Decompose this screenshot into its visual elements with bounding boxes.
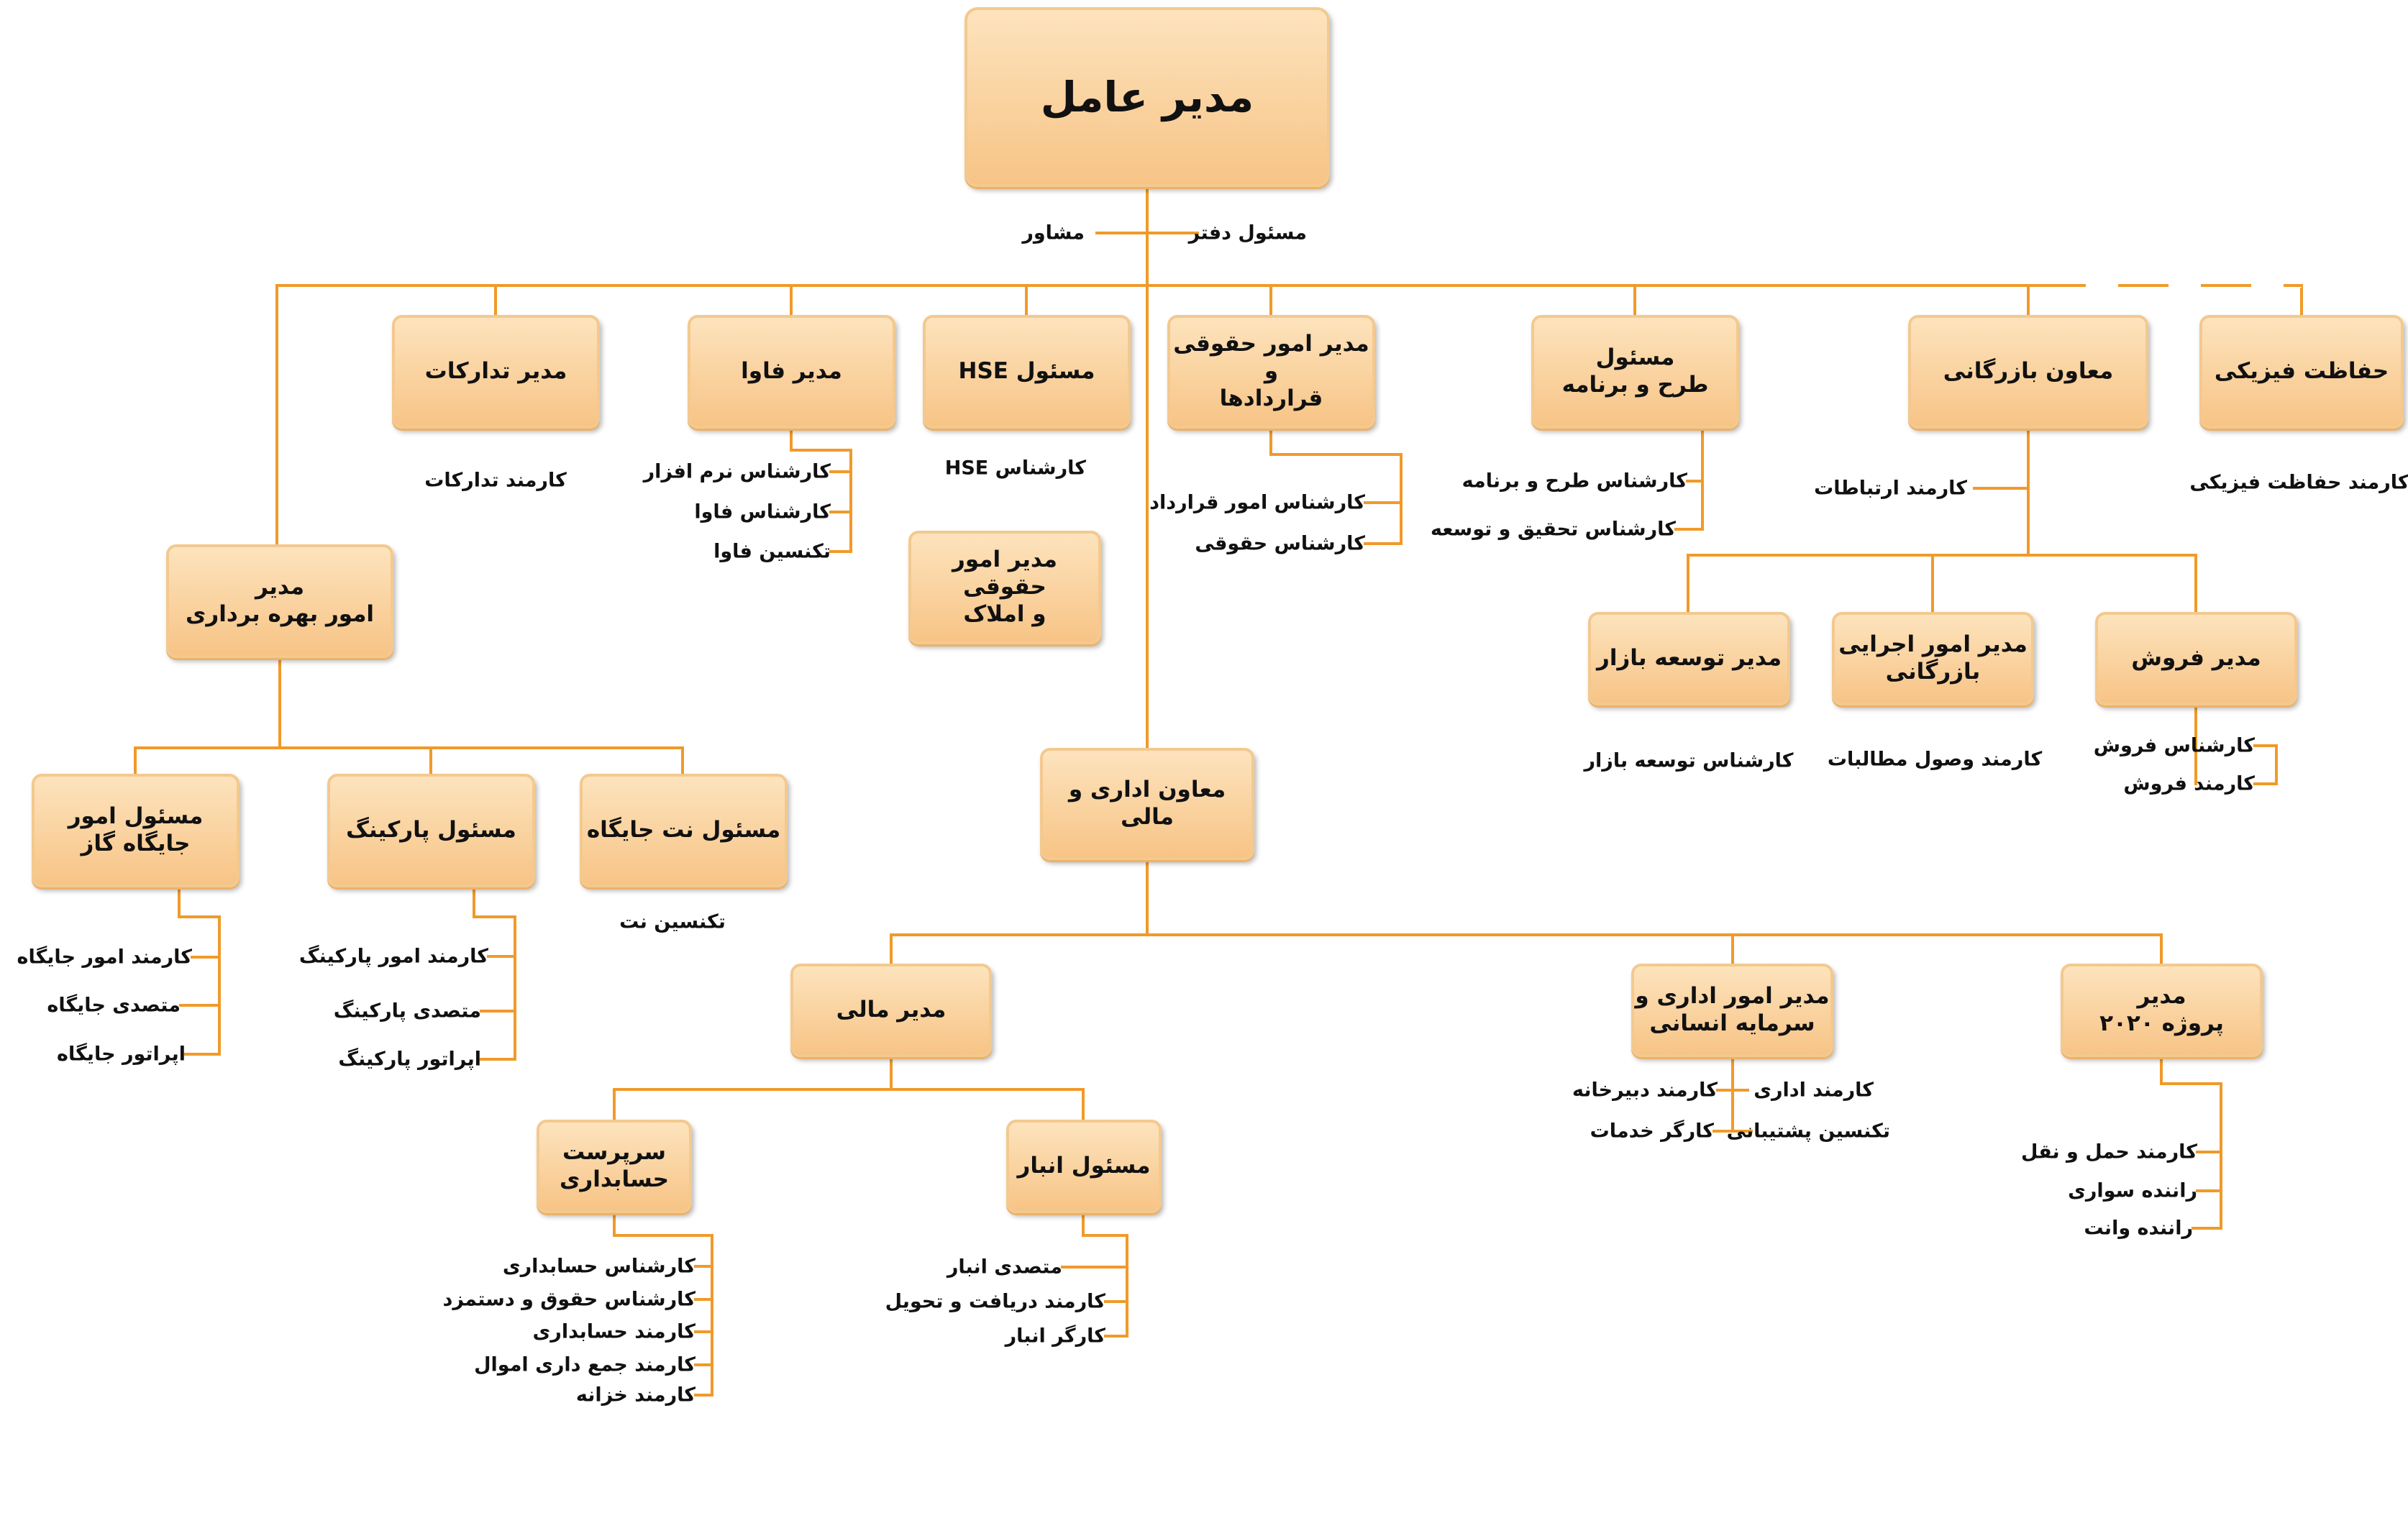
- warehouse-keeper-label: متصدی انبار: [947, 1256, 1062, 1279]
- planning-officer-box[interactable]: مسئول طرح و برنامه: [1531, 315, 1739, 429]
- driver-car-label: راننده سواری: [2068, 1179, 2197, 1202]
- operations-manager-box[interactable]: مدیر امور بهره برداری: [166, 544, 393, 658]
- gas-station-officer-box[interactable]: مسئول امور جایگاه گاز: [32, 774, 240, 887]
- parking-clerk-label: کارمند امور پارکینگ: [298, 945, 488, 968]
- warehouse-worker-label: کارگر انبار: [1005, 1325, 1105, 1348]
- accounting-expert-label: کارشناس حسابداری: [502, 1255, 696, 1278]
- physical-security-box[interactable]: حفاظت فیزیکی: [2199, 315, 2404, 429]
- commercial-exec-manager-box[interactable]: مدیر امور اجرایی بازرگانی: [1832, 612, 2034, 705]
- legal-property-manager-box[interactable]: مدیر امور حقوقی و املاک: [908, 531, 1101, 644]
- market-dev-manager-box[interactable]: مدیر توسعه بازار: [1588, 612, 1790, 705]
- admin-hr-manager-box[interactable]: مدیر امور اداری و سرمایه انسانی: [1631, 964, 1833, 1057]
- office-officer-label: مسئول دفتر: [1188, 221, 1307, 244]
- parking-officer-box[interactable]: مسئول پارکینگ: [327, 774, 535, 887]
- hse-officer-box[interactable]: مسئول HSE: [923, 315, 1131, 429]
- it-expert-label: کارشناس فاوا: [694, 500, 831, 524]
- net-technician-label: تکنسین نت: [619, 910, 726, 933]
- ceo-box[interactable]: مدیر عامل: [964, 7, 1330, 187]
- finance-manager-box[interactable]: مدیر مالی: [790, 964, 992, 1057]
- software-expert-label: کارشناس نرم افزار: [643, 460, 831, 483]
- commercial-deputy-box[interactable]: معاون بازرگانی: [1908, 315, 2148, 429]
- treasury-clerk-label: کارمند خزانه: [575, 1384, 696, 1407]
- project-2020-manager-box[interactable]: مدیر پروژه ۲۰۲۰: [2061, 964, 2263, 1057]
- procurement-manager-box[interactable]: مدیر تدارکات: [392, 315, 600, 429]
- parking-operator-label: متصدی پارکینگ: [333, 1000, 481, 1023]
- receivables-clerk-label: کارمند وصول مطالبات: [1827, 748, 2043, 771]
- procurement-clerk-label: کارمند تدارکات: [424, 469, 567, 492]
- it-manager-box[interactable]: مدیر فاوا: [688, 315, 895, 429]
- services-worker-label: کارگر خدمات: [1590, 1120, 1714, 1143]
- station-operator-label: متصدی جایگاه: [47, 994, 181, 1017]
- property-clerk-label: کارمند جمع داری اموال: [474, 1353, 696, 1376]
- station-net-officer-box[interactable]: مسئول نت جایگاه: [580, 774, 788, 887]
- parking-machine-operator-label: اپراتور پارکینگ: [338, 1048, 481, 1071]
- hse-expert-label: کارشناس HSE: [944, 457, 1086, 480]
- market-dev-expert-label: کارشناس توسعه بازار: [1584, 749, 1794, 772]
- physical-security-clerk-label: کارمند حفاظت فیزیکی: [2189, 471, 2408, 494]
- it-technician-label: تکنسین فاوا: [713, 540, 831, 563]
- payroll-expert-label: کارشناس حقوق و دستمزد: [442, 1288, 696, 1311]
- contracts-expert-label: کارشناس امور قرارداد: [1149, 491, 1365, 514]
- rnd-expert-label: کارشناس تحقیق و توسعه: [1431, 518, 1676, 541]
- sales-manager-box[interactable]: مدیر فروش: [2095, 612, 2297, 705]
- communications-clerk-label: کارمند ارتباطات: [1814, 477, 1967, 500]
- sales-clerk-label: کارمند فروش: [2123, 772, 2255, 795]
- station-clerk-label: کارمند امور جایگاه: [17, 946, 192, 969]
- secretariat-clerk-label: کارمند دبیرخانه: [1572, 1079, 1718, 1102]
- advisor-label: مشاور: [1022, 221, 1085, 244]
- legal-contracts-manager-box[interactable]: مدیر امور حقوقی و قراردادها: [1167, 315, 1375, 429]
- chief-accountant-box[interactable]: سرپرست حسابداری: [537, 1120, 692, 1213]
- sales-expert-label: کارشناس فروش: [2093, 734, 2255, 757]
- planning-expert-label: کارشناس طرح و برنامه: [1461, 470, 1687, 493]
- warehouse-officer-box[interactable]: مسئول انبار: [1006, 1120, 1162, 1213]
- station-machine-operator-label: اپراتور جایگاه: [57, 1043, 186, 1066]
- admin-clerk-label: کارمند اداری: [1753, 1079, 1874, 1102]
- driver-van-label: راننده وانت: [2084, 1217, 2193, 1240]
- accounting-clerk-label: کارمند حسابداری: [532, 1320, 696, 1343]
- transport-clerk-label: کارمند حمل و نقل: [2020, 1141, 2197, 1164]
- receiving-clerk-label: کارمند دریافت و تحویل: [885, 1290, 1105, 1313]
- admin-finance-deputy-box[interactable]: معاون اداری و مالی: [1040, 748, 1254, 860]
- support-technician-label: تکنسین پشتیبانی: [1726, 1120, 1890, 1143]
- legal-expert-label: کارشناس حقوقی: [1195, 532, 1365, 555]
